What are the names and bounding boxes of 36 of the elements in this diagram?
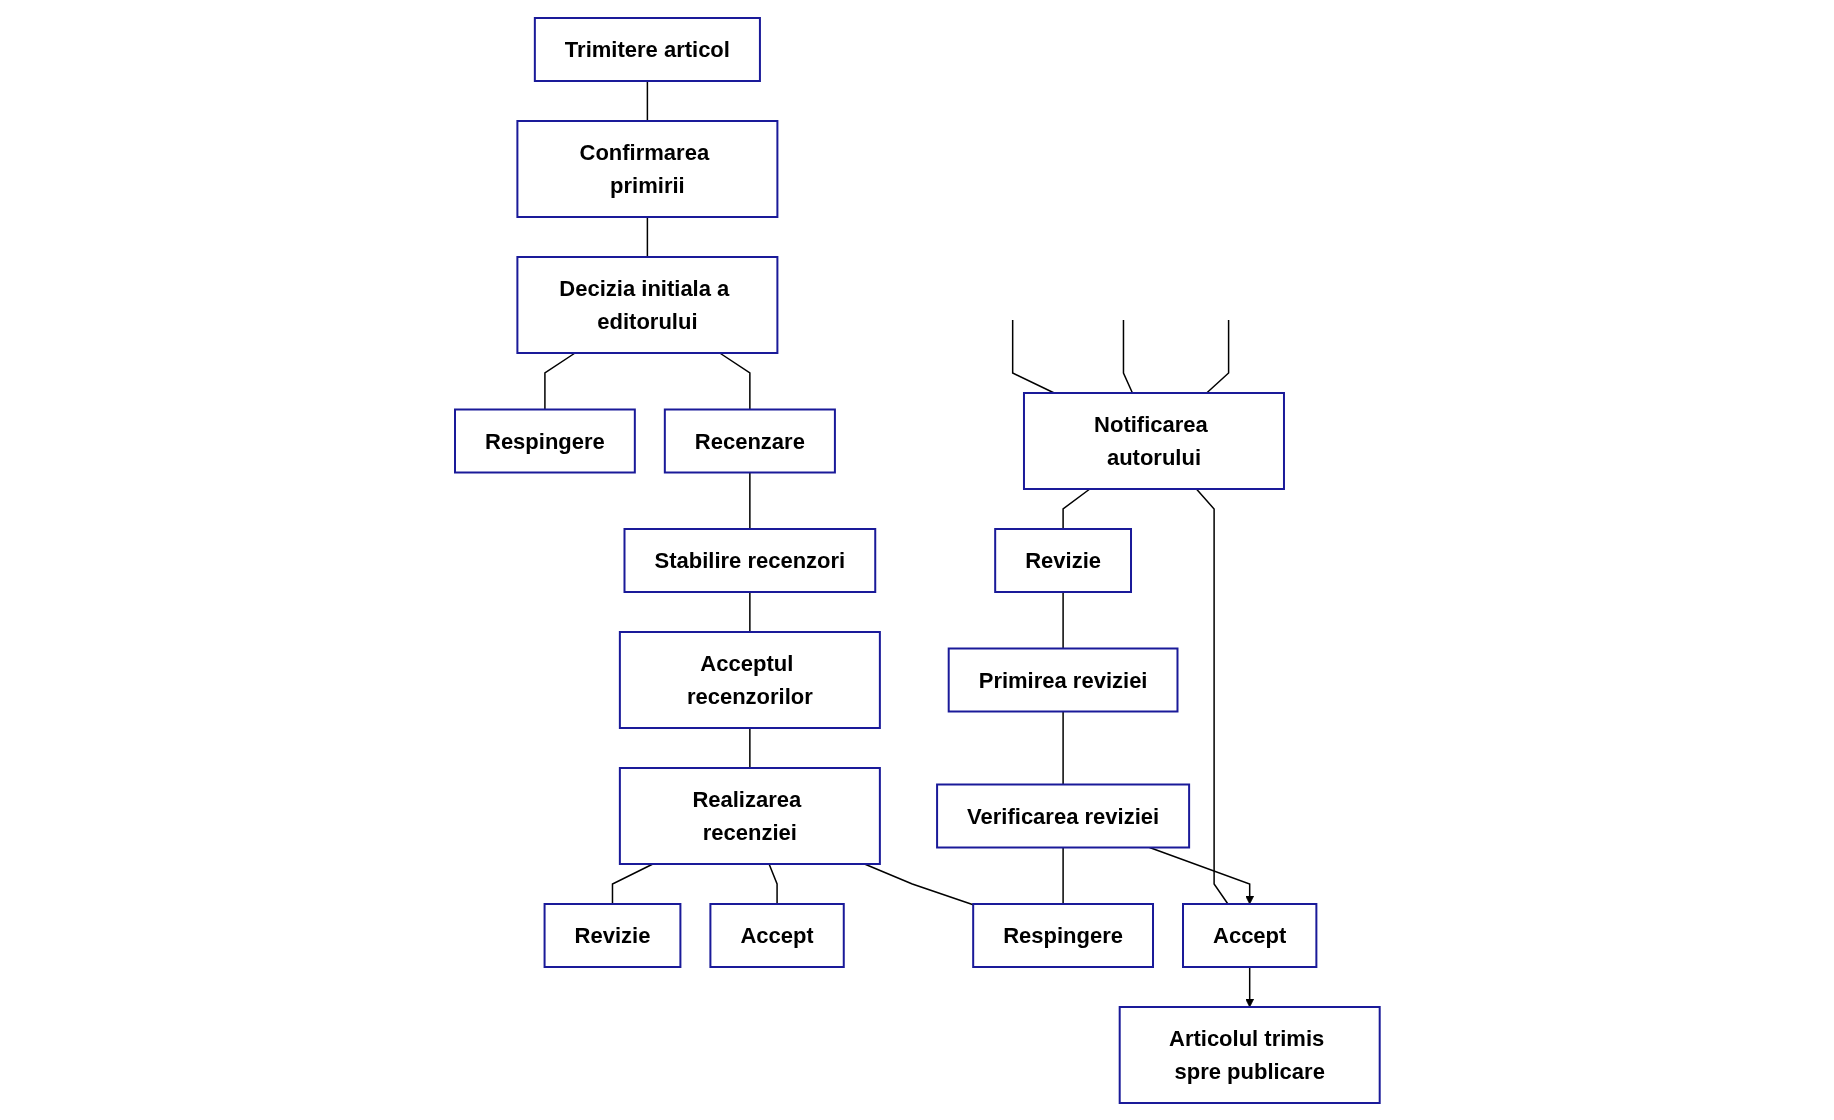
node-box: Confirmarea primirii	[516, 119, 779, 218]
connector	[1062, 710, 1064, 785]
connector	[1205, 318, 1229, 394]
node-box: Acceptul recenzorilor	[618, 630, 881, 729]
node-box: Primirea reviziei	[947, 647, 1179, 712]
node-box: Respingere	[971, 902, 1154, 968]
node-box: Revizie	[993, 527, 1132, 593]
node-box: Articolul trimis spre publicare	[1118, 1005, 1381, 1104]
node-box: Verificarea reviziei	[935, 783, 1190, 848]
node-box: Trimitere articol	[533, 16, 761, 82]
connector	[611, 862, 654, 905]
connector	[748, 590, 751, 633]
node-box: Stabilire recenzori	[623, 527, 876, 593]
connector	[718, 351, 751, 410]
connector	[646, 215, 648, 258]
connector	[768, 862, 778, 905]
connector	[646, 79, 648, 122]
node-box: Notificarea autorului	[1022, 391, 1285, 490]
connector	[1195, 487, 1229, 905]
connector	[1062, 846, 1064, 905]
connector	[748, 726, 751, 769]
node-box: Recenzare	[663, 408, 836, 473]
connector	[1122, 318, 1133, 394]
arrow	[1244, 965, 1254, 1007]
connector	[543, 351, 576, 410]
connector	[1011, 318, 1055, 394]
node-box: Accept	[709, 902, 845, 968]
node-box: Decizia initiala a editorului	[516, 255, 779, 354]
node-box: Respingere	[453, 408, 636, 473]
node-box: Revizie	[543, 902, 682, 968]
node-box: Realizarea recenziei	[618, 766, 881, 865]
connector	[1062, 487, 1091, 530]
node-box: Accept	[1181, 902, 1317, 968]
connector	[863, 862, 974, 906]
connector	[748, 471, 751, 530]
connector	[1062, 590, 1064, 649]
